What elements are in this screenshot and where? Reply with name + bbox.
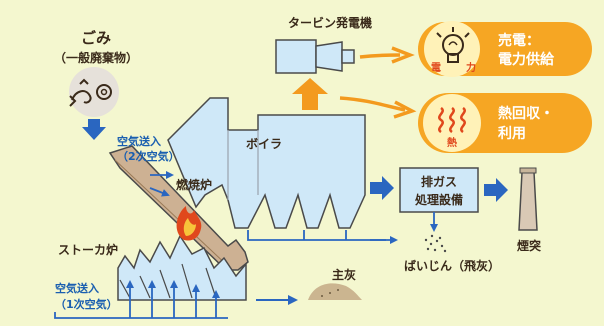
garbage-icon <box>69 67 119 117</box>
power-supply-pill: 電 力 売電： 電力供給 <box>418 21 592 77</box>
lightbulb-icon <box>436 27 470 63</box>
fly-ash-line <box>247 230 386 241</box>
fly-ash-dots <box>424 234 447 253</box>
sell-power-line2: 電力供給 <box>498 51 555 68</box>
feed-chute <box>108 145 249 271</box>
exhaust-line2: 処理設備 <box>414 192 463 207</box>
exhaust-to-chimney-arrow <box>484 178 508 202</box>
boiler-label: ボイラ <box>246 136 282 151</box>
secondary-air-arrow-2 <box>149 187 170 197</box>
boiler-to-heat-arrow <box>339 96 406 112</box>
boiler-to-exhaust-arrow <box>370 176 394 200</box>
chimney <box>518 167 538 231</box>
sell-power-line1: 売電： <box>498 32 540 49</box>
icon-power-char-right: 力 <box>466 61 476 74</box>
main-ash-label: 主灰 <box>332 267 356 282</box>
grate-hoppers <box>119 263 217 299</box>
furnace-label: 燃焼炉 <box>176 177 212 192</box>
heat-line2: 利用 <box>498 125 526 142</box>
air-secondary-line2: （2次空気） <box>117 149 180 163</box>
garbage-subtitle: （一般廃棄物） <box>54 50 138 65</box>
fly-ash-label: ばいじん（飛灰） <box>404 258 500 273</box>
chute-inner-line <box>114 159 231 269</box>
garbage-block: ごみ （一般廃棄物） <box>54 29 138 140</box>
boiler-body <box>167 97 366 229</box>
turbine-to-power-arrow <box>359 53 401 59</box>
fire-icon <box>176 206 202 241</box>
air-secondary-line1: 空気送入 <box>117 134 161 148</box>
air-primary-line2: （1次空気） <box>55 297 118 311</box>
icon-heat-char: 熱 <box>447 136 457 149</box>
primary-air-baseline <box>54 312 228 319</box>
turbine-label: タービン発電機 <box>288 15 372 30</box>
exhaust-line1: 排ガス <box>421 174 457 189</box>
stoker-label: ストーカ炉 <box>58 242 118 257</box>
steam-icon <box>438 106 466 134</box>
up-arrow-to-turbine <box>292 78 328 110</box>
icon-power-char-left: 電 <box>431 62 441 74</box>
boiler-to-heat-arrowhead <box>393 100 417 119</box>
garbage-down-arrow <box>82 119 106 140</box>
chimney-label: 煙突 <box>517 238 541 253</box>
turbine-generator: タービン発電機 <box>275 15 372 74</box>
heat-recovery-pill: 熱 熱回収・ 利用 <box>418 93 592 153</box>
heat-line1: 熱回収・ <box>498 105 554 122</box>
exhaust-treatment: 排ガス 処理設備 <box>399 167 479 213</box>
main-ash-pile <box>308 283 362 300</box>
air-primary-line1: 空気送入 <box>55 281 99 295</box>
garbage-title: ごみ <box>81 29 111 47</box>
turbine-to-power-arrowhead <box>391 46 415 64</box>
